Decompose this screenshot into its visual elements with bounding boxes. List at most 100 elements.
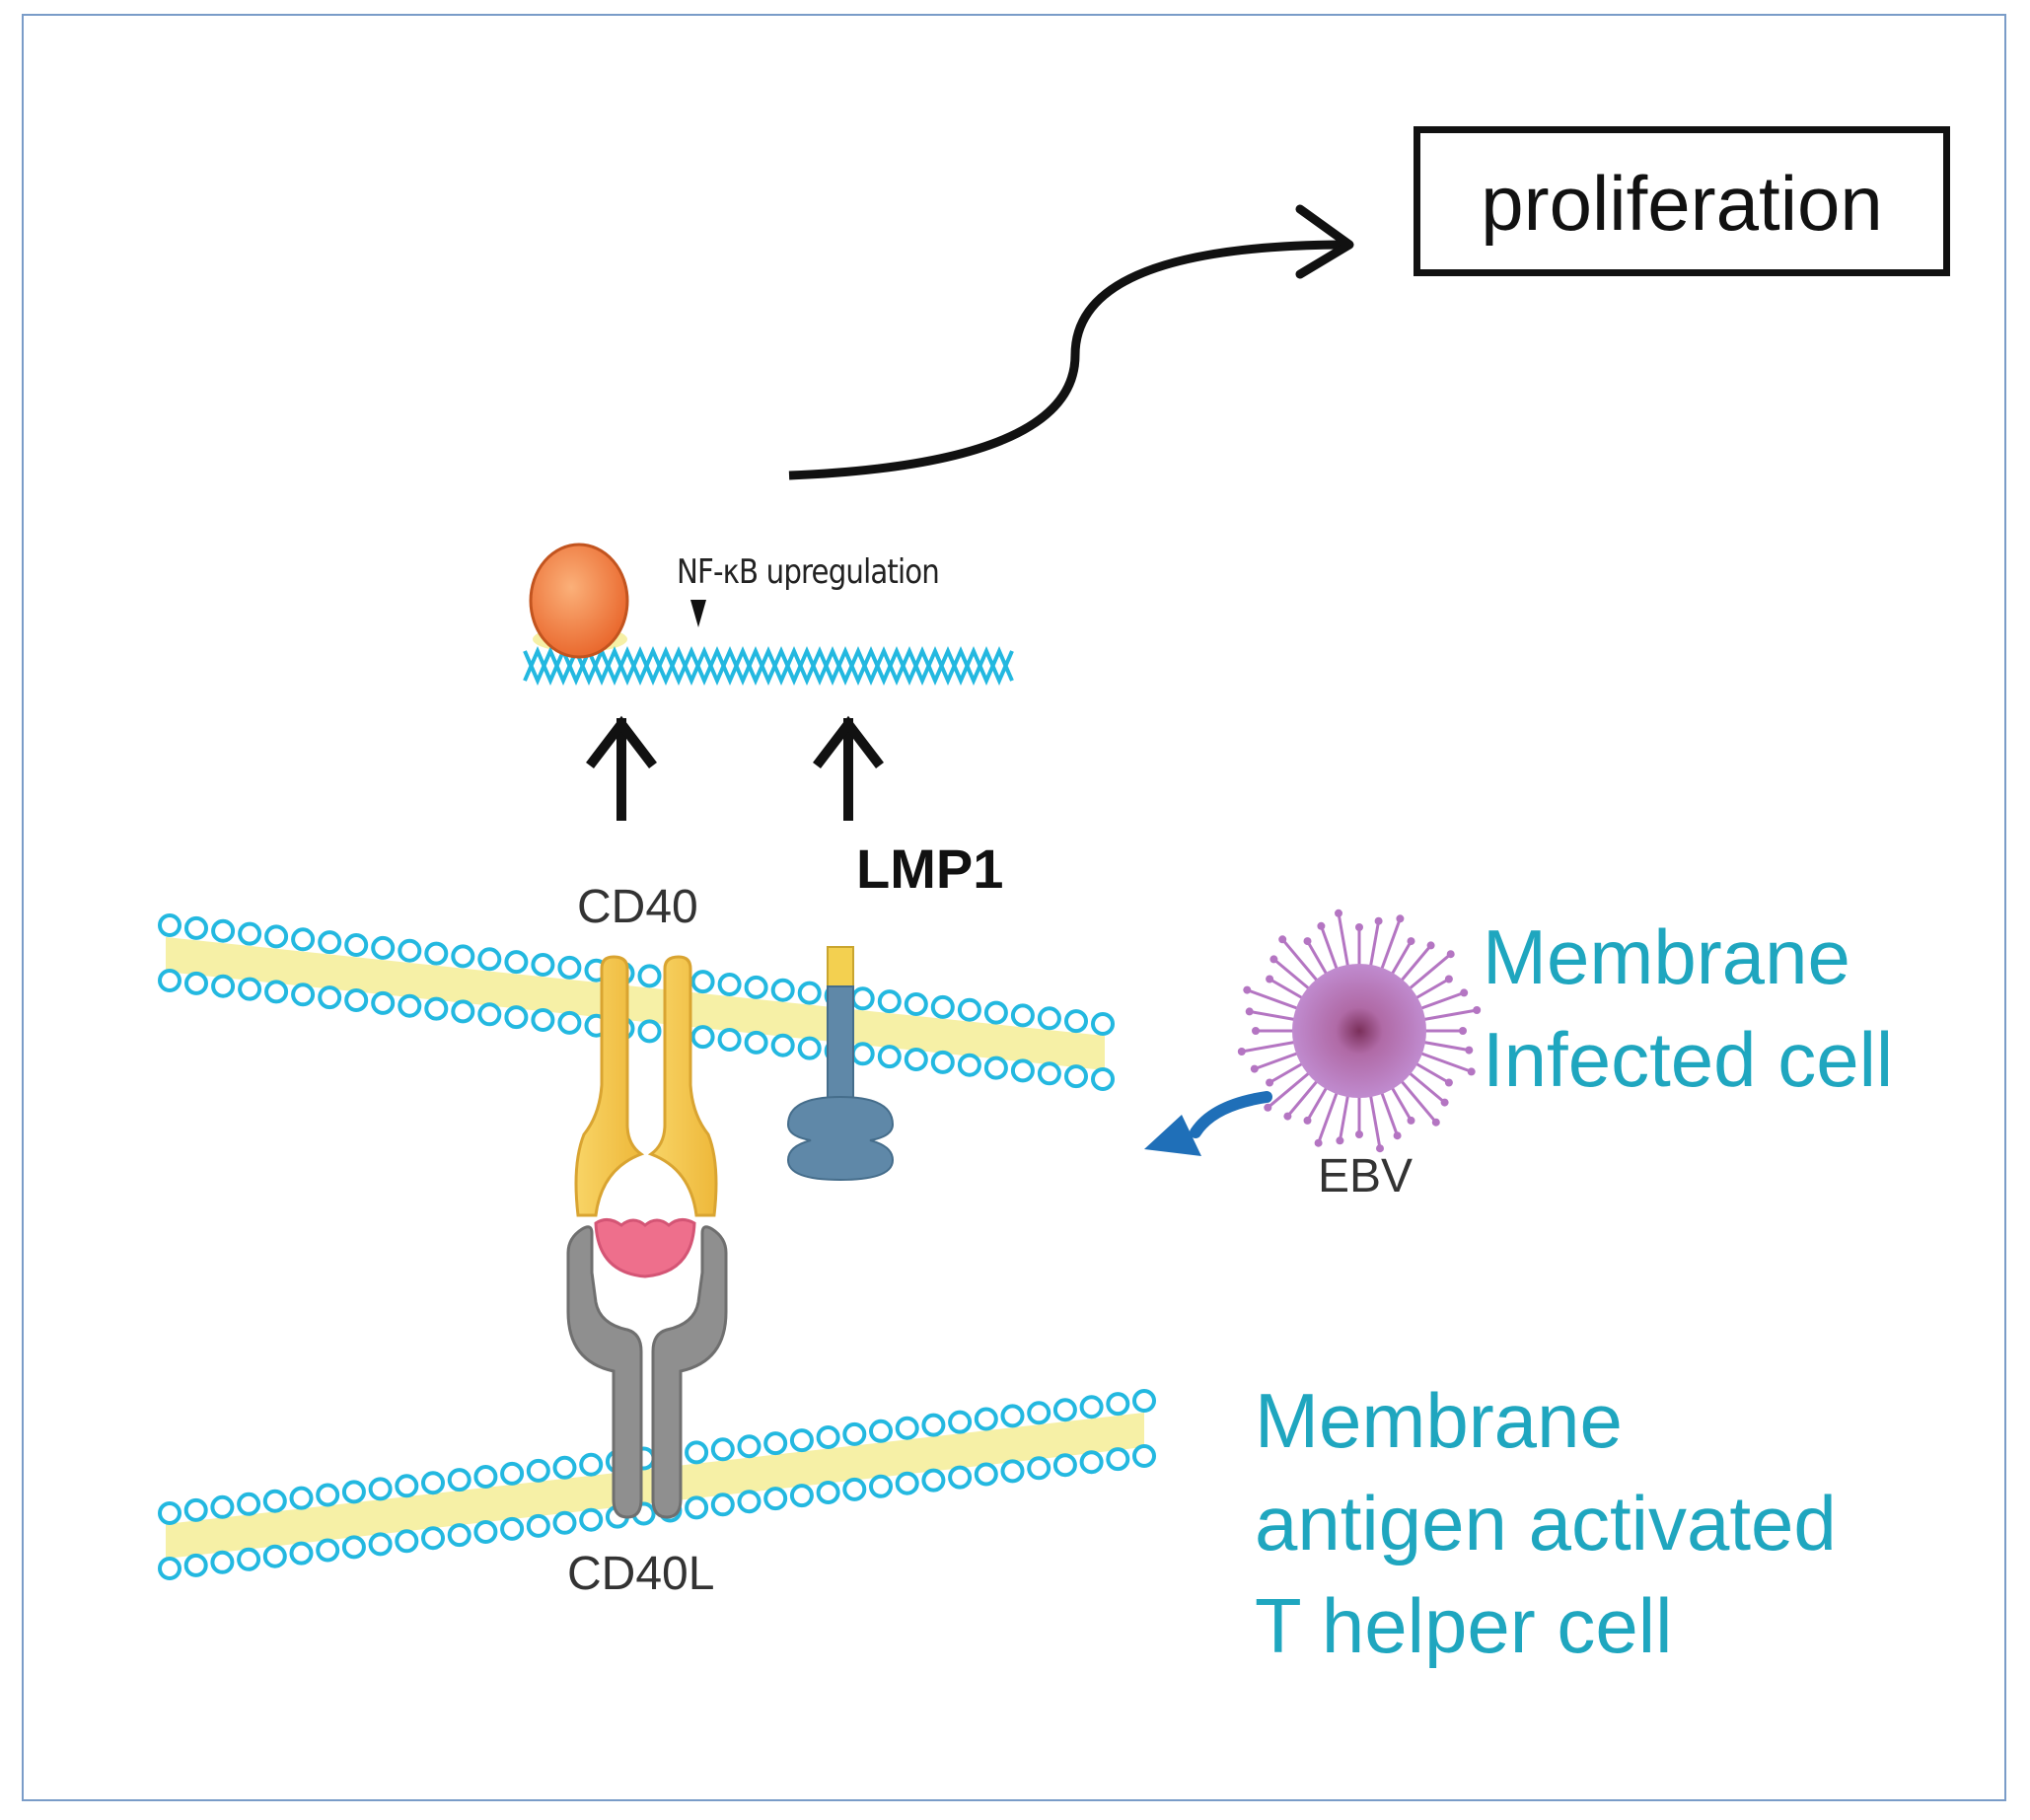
membrane-bead — [262, 1489, 287, 1513]
cd40l-receptor — [566, 1225, 728, 1519]
ebv-spike-tip — [1467, 1067, 1476, 1076]
cd40-label: CD40 — [577, 881, 698, 933]
proliferation-arrow — [788, 204, 1354, 480]
thelper-membrane-inner-beads — [158, 1444, 1156, 1580]
membrane-bead — [850, 986, 875, 1011]
ebv-spike-tip — [1264, 1103, 1272, 1112]
membrane-bead — [1132, 1389, 1156, 1413]
membrane-bead — [789, 1428, 814, 1453]
membrane-bead — [1106, 1447, 1130, 1472]
thelper-membrane-label-line: antigen activated — [1255, 1480, 1837, 1566]
membrane-bead — [238, 921, 262, 946]
infected-membrane-core — [166, 937, 1105, 1070]
cd40-receptor — [574, 955, 718, 1217]
ebv-spike-tip — [1459, 1027, 1467, 1035]
infected-membrane-label-line: Infected cell — [1483, 1016, 1894, 1103]
cd40l-label: CD40L — [567, 1548, 715, 1600]
membrane-bead — [526, 1458, 550, 1483]
membrane-bead — [974, 1462, 998, 1487]
membrane-bead — [424, 996, 449, 1021]
membrane-bead — [557, 955, 582, 980]
ebv-spike — [1378, 1085, 1400, 1136]
membrane-bead — [344, 988, 369, 1012]
membrane-bead — [1052, 1398, 1077, 1422]
ebv-spike — [1404, 1067, 1446, 1104]
membrane-bead — [316, 1538, 340, 1563]
membrane-bead — [869, 1419, 893, 1443]
membrane-bead — [500, 1461, 525, 1486]
membrane-bead — [504, 950, 529, 975]
membrane-bead — [1010, 1058, 1035, 1083]
membrane-bead — [579, 1452, 604, 1477]
ebv-spike — [1396, 944, 1432, 986]
membrane-bead — [504, 1005, 529, 1030]
transcription-factor-icon — [529, 543, 629, 659]
membrane-bead — [371, 935, 396, 960]
membrane-bead — [421, 1471, 445, 1495]
membrane-bead — [552, 1455, 577, 1480]
membrane-bead — [904, 992, 928, 1016]
ebv-spike-tip — [1407, 1116, 1415, 1125]
membrane-bead — [797, 981, 822, 1005]
lmp1-signal-arrow — [813, 715, 884, 821]
membrane-bead — [184, 915, 208, 940]
membrane-bead — [210, 1550, 235, 1574]
membrane-bead — [1000, 1404, 1025, 1428]
proliferation-box: proliferation — [1414, 126, 1950, 276]
ebv-spike-tip — [1303, 1116, 1312, 1125]
membrane-bead — [526, 1513, 550, 1538]
nfkb-upregulation-label: NF-κB upregulation — [677, 552, 940, 592]
membrane-bead — [1010, 1003, 1035, 1028]
membrane-bead — [451, 999, 475, 1024]
ebv-spike-tip — [1303, 937, 1312, 946]
ebv-spike-tip — [1314, 1138, 1323, 1147]
ebv-spike-tip — [1335, 909, 1342, 917]
membrane-bead — [921, 1468, 946, 1492]
cd40-ligand — [594, 1218, 696, 1278]
membrane-bead — [690, 1025, 715, 1050]
ebv-spike-tip — [1266, 975, 1274, 983]
membrane-bead — [421, 1526, 445, 1551]
membrane-bead — [877, 989, 902, 1014]
membrane-bead — [983, 1056, 1008, 1080]
membrane-bead — [398, 993, 422, 1018]
membrane-bead — [531, 953, 555, 977]
ebv-spike-tip — [1336, 1136, 1344, 1145]
ebv-spike — [1337, 912, 1351, 974]
membrane-bead — [531, 1008, 555, 1032]
ebv-spike — [1281, 938, 1323, 986]
membrane-bead — [797, 1036, 822, 1060]
membrane-bead — [789, 1484, 814, 1508]
ebv-spike-tip — [1396, 914, 1405, 923]
membrane-bead — [1079, 1450, 1104, 1475]
membrane-bead — [238, 977, 262, 1001]
membrane-bead — [895, 1416, 919, 1440]
membrane-bead — [262, 1544, 287, 1568]
membrane-bead — [921, 1413, 946, 1437]
membrane-bead — [1091, 1067, 1115, 1091]
ebv-spike-tip — [1250, 1064, 1259, 1073]
ebv-spike — [1396, 1075, 1437, 1124]
membrane-bead — [1037, 1061, 1061, 1086]
cd40-signal-arrow — [586, 715, 657, 821]
membrane-bead — [974, 1407, 998, 1431]
membrane-bead — [158, 913, 181, 937]
membrane-bead — [211, 974, 236, 998]
membrane-bead — [842, 1477, 867, 1501]
membrane-bead — [237, 1547, 261, 1571]
membrane-bead — [451, 944, 475, 969]
membrane-bead — [184, 971, 208, 995]
membrane-bead — [869, 1474, 893, 1498]
infected-cell-membrane — [158, 913, 1115, 1091]
membrane-bead — [710, 1492, 735, 1517]
ebv-spike-tip — [1237, 1048, 1246, 1056]
thelper-membrane-label-line: T helper cell — [1255, 1582, 1673, 1669]
membrane-bead — [1079, 1395, 1104, 1420]
membrane-bead — [395, 1474, 419, 1498]
membrane-bead — [744, 975, 768, 999]
membrane-bead — [341, 1480, 366, 1504]
nfkb-marker-triangle — [690, 600, 706, 627]
membrane-bead — [816, 1481, 840, 1504]
membrane-bead — [368, 1477, 393, 1501]
